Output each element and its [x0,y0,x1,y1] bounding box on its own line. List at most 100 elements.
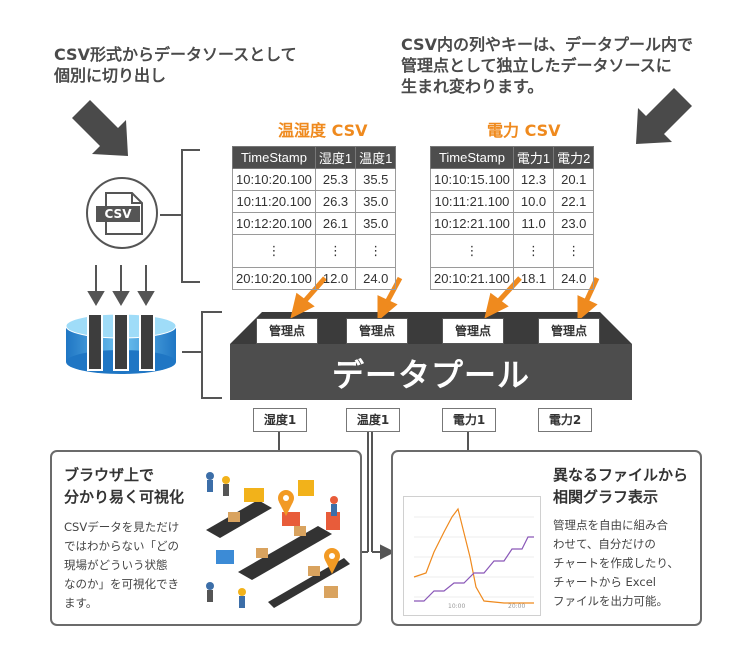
data-pool-body [230,344,632,400]
table-cell: 20.1 [553,168,595,191]
table-cell: 10:10:15.100 [430,168,514,191]
crates [228,512,338,598]
table-cell: ⋮ [553,234,595,268]
table-cell: 20:10:21.100 [430,267,514,290]
mini-chart: 10:00 20:00 [403,496,541,616]
left-note-line-1: CSV形式からデータソースとして [54,45,297,64]
panel-right-title-line-2: 相関グラフ表示 [553,488,659,506]
table-cell: 10:11:21.100 [430,190,514,213]
panel-left-body-line-5: ます。 [64,596,98,610]
kanri-point-label: 管理点 [346,318,408,344]
panel-right-body: 管理点を自由に組み合 わせて、自分だけの チャートを作成したり、 チャートから … [553,516,679,611]
table-cell: ⋮ [430,234,514,268]
table-title-humidity: 温湿度 CSV [278,121,368,140]
panel-right-body-line-4: チャートから Excel [553,575,657,589]
table-header-row: TimeStamp 湿度1 温度1 [232,146,397,169]
panel-left-body-line-2: ではわからない「どの [64,539,179,553]
table-cell: 20:10:20.100 [232,267,316,290]
table-cell: 22.1 [553,190,595,213]
panel-left-body-line-1: CSVデータを見ただけ [64,520,180,534]
column-header: TimeStamp [232,146,316,169]
kanri-point-label: 管理点 [538,318,600,344]
database-icon [65,313,177,374]
table-cell: 24.0 [355,267,397,290]
panel-left-body: CSVデータを見ただけ ではわからない「どの 現場がどういう状態 なのか」を可視… [64,518,179,613]
mini-chart-graph [413,507,534,604]
panel-right-body-line-1: 管理点を自由に組み合 [553,518,668,532]
panel-right-title: 異なるファイルから 相関グラフ表示 [553,464,688,508]
panel-left-title-line-2: 分かり易く可視化 [64,488,185,506]
right-note-line-2: 管理点として独立したデータソースに [401,56,672,75]
left-note: CSV形式からデータソースとして 個別に切り出し [54,44,297,86]
mini-chart-orange-series [413,507,534,604]
table-row: ⋮ ⋮ ⋮ [232,234,397,268]
table-cell: 24.0 [553,267,595,290]
table-header-row: TimeStamp 電力1 電力2 [430,146,595,169]
workers [206,472,338,608]
right-note-line-3: 生まれ変わります。 [401,77,544,96]
csv-file-icon [86,177,158,249]
table-cell: ⋮ [355,234,397,268]
location-pin-icon [278,490,294,516]
table-row: 20:10:21.100 18.1 24.0 [430,267,595,290]
brackets [160,149,222,399]
column-header: 温度1 [355,146,397,169]
table-cell: 23.0 [553,212,595,235]
panel-right-title-line-1: 異なるファイルから [553,466,689,484]
table-cell: ⋮ [512,234,555,268]
table-cell: 10:10:20.100 [232,168,316,191]
down-arrows [87,265,155,306]
column-header: 湿度1 [314,146,357,169]
table-cell: 10:12:21.100 [430,212,514,235]
mini-chart-tick: 10:00 [448,603,466,610]
right-big-arrow [636,88,692,144]
kanri-point-label: 管理点 [256,318,318,344]
table-cell: 35.0 [355,212,397,235]
power-csv-table: TimeStamp 電力1 電力2 10:10:15.100 12.3 20.1… [430,146,595,290]
column-header: 電力1 [512,146,555,169]
panel-right-body-line-5: ファイルを出力可能。 [553,594,668,608]
panel-left-title: ブラウザ上で 分かり易く可視化 [64,464,184,508]
output-power-2: 電力2 [538,408,592,432]
table-row: 20:10:20.100 12.0 24.0 [232,267,397,290]
right-note: CSV内の列やキーは、データプール内で 管理点として独立したデータソースに 生ま… [401,34,693,97]
factory-illustration [206,472,350,608]
table-cell: 26.3 [314,190,357,213]
csv-icon-label: CSV [104,207,132,221]
table-row: 10:11:21.100 10.0 22.1 [430,190,595,213]
left-big-arrow [72,100,128,156]
mini-chart-purple-series [414,536,534,602]
right-note-line-1: CSV内の列やキーは、データプール内で [401,35,693,54]
column-header: 電力2 [553,146,595,169]
table-row: 10:11:20.100 26.3 35.0 [232,190,397,213]
browser-visualization-panel: ブラウザ上で 分かり易く可視化 CSVデータを見ただけ ではわからない「どの 現… [50,450,362,626]
kanri-point-label: 管理点 [442,318,504,344]
table-cell: 10:11:20.100 [232,190,316,213]
panel-right-body-line-3: チャートを作成したり、 [553,556,679,570]
table-cell: 35.0 [355,190,397,213]
table-cell: 26.1 [314,212,357,235]
orange-arrows [290,276,600,322]
location-pin-icon [324,548,340,574]
table-row: 10:12:20.100 26.1 35.0 [232,212,397,235]
correlation-chart-panel: 10:00 20:00 異なるファイルから 相関グラフ表示 管理点を自由に組み合… [391,450,702,626]
left-note-line-2: 個別に切り出し [54,66,167,85]
table-row: 10:12:21.100 11.0 23.0 [430,212,595,235]
table-cell: 18.1 [512,267,555,290]
machines [216,480,340,564]
table-cell: 12.0 [314,267,357,290]
output-power-1: 電力1 [442,408,496,432]
mini-chart-tick: 20:00 [508,603,526,610]
table-cell: ⋮ [314,234,357,268]
output-temperature-1: 温度1 [346,408,400,432]
table-row: 10:10:15.100 12.3 20.1 [430,168,595,191]
panel-right-body-line-2: わせて、自分だけの [553,537,656,551]
column-header: TimeStamp [430,146,514,169]
panel-left-body-line-3: 現場がどういう状態 [64,558,168,572]
table-cell: 35.5 [355,168,397,191]
table-cell: ⋮ [232,234,316,268]
humidity-csv-table: TimeStamp 湿度1 温度1 10:10:20.100 25.3 35.5… [232,146,397,290]
table-row: ⋮ ⋮ ⋮ [430,234,595,268]
